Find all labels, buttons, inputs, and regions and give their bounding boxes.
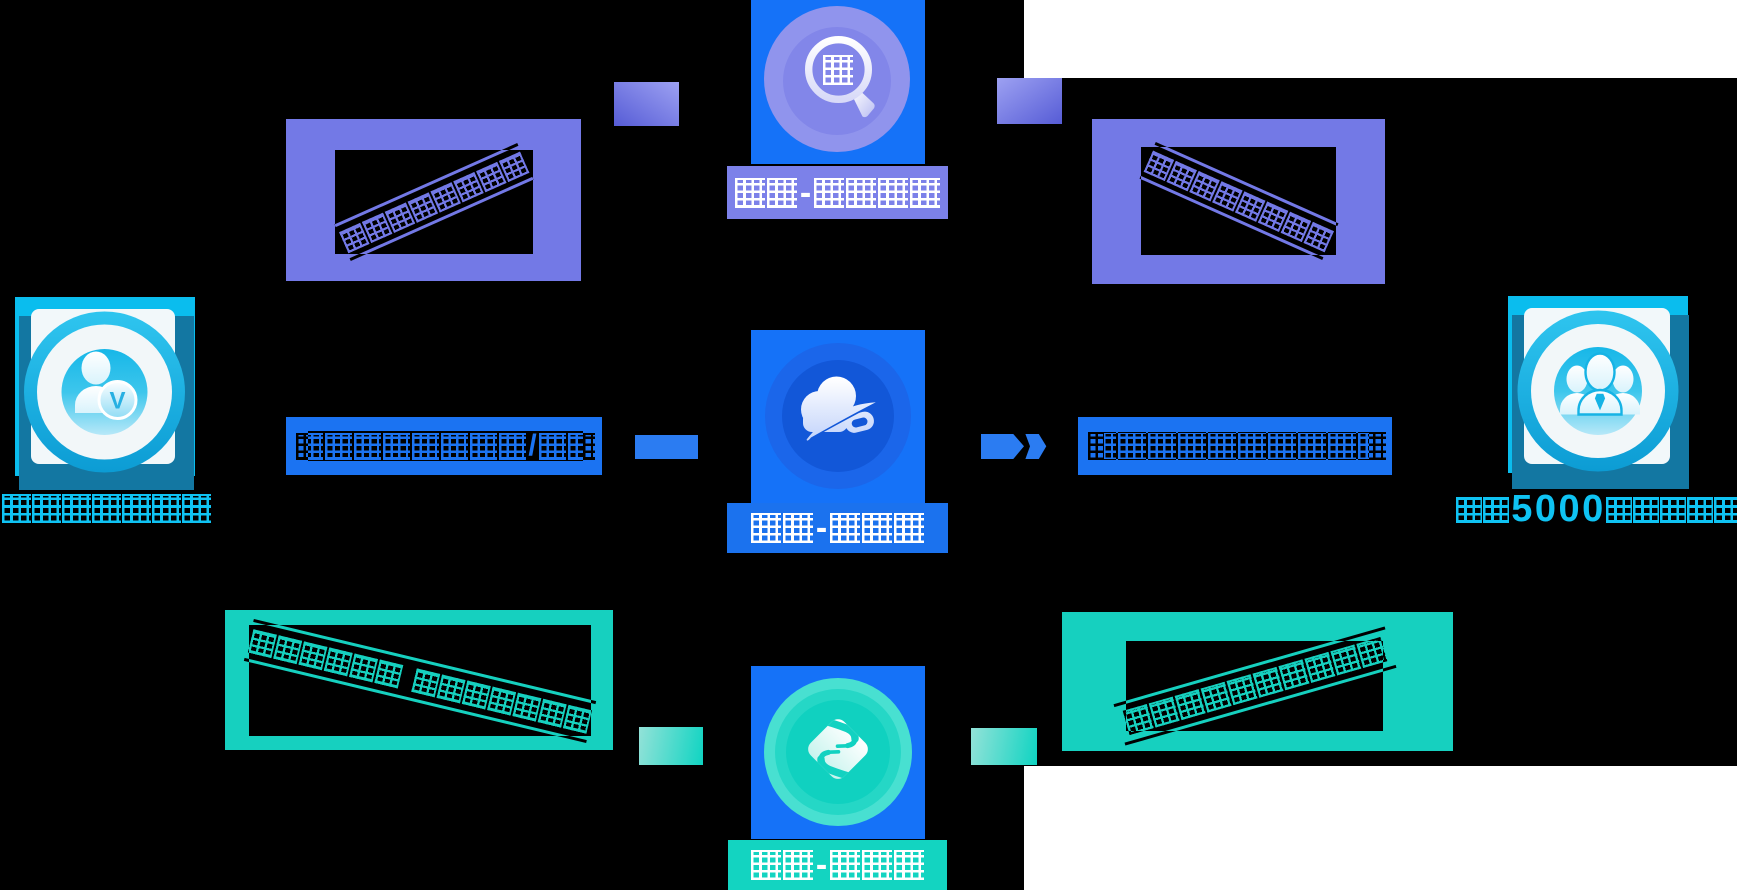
svg-text:V: V — [109, 388, 125, 415]
